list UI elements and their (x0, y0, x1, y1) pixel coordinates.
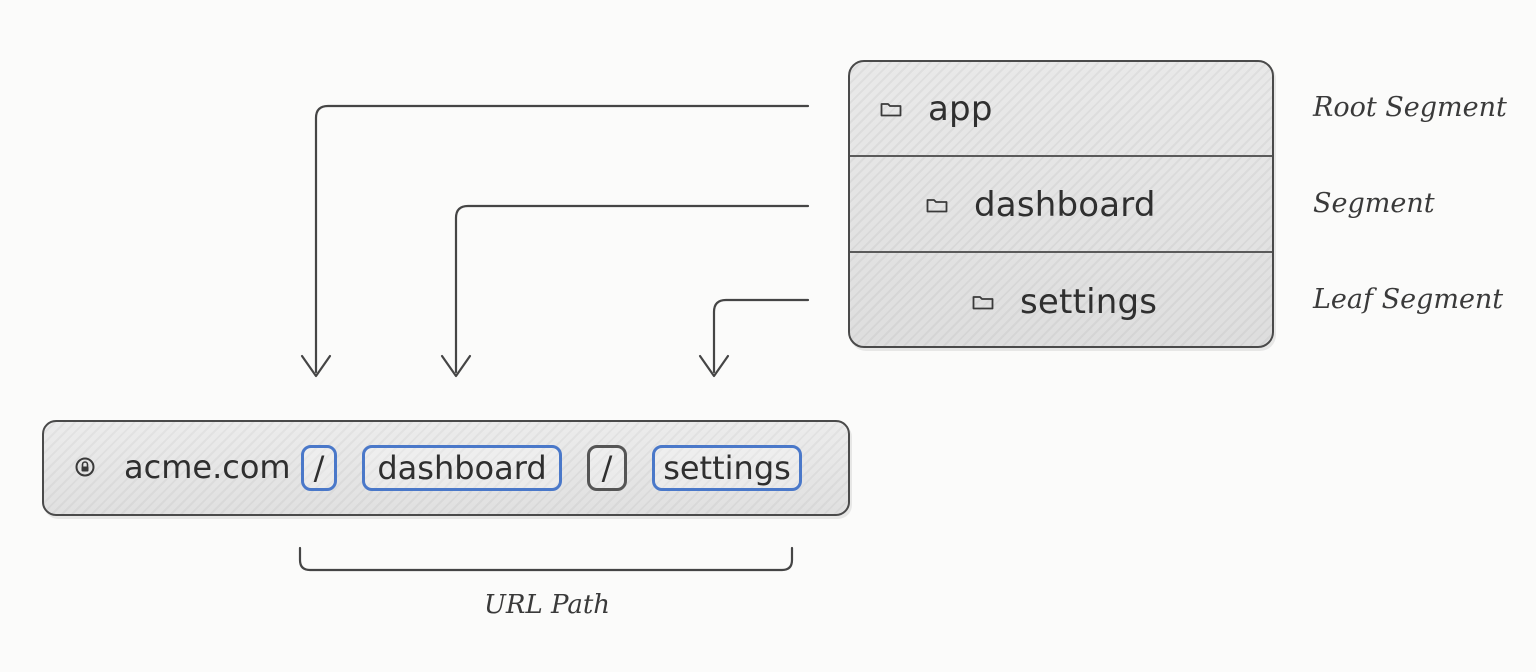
folder-tree: app dashboard settings (848, 60, 1274, 348)
annotation-root-segment: Root Segment (1313, 92, 1507, 123)
url-bar: acme.com / dashboard / settings (42, 420, 850, 516)
tree-label-dashboard: dashboard (974, 184, 1156, 225)
folder-icon (926, 198, 948, 212)
connector-segment (454, 204, 810, 374)
tree-label-settings: settings (1020, 281, 1158, 322)
folder-icon (880, 102, 902, 116)
arrowhead-root (300, 354, 332, 378)
annotation-segment: Segment (1313, 188, 1435, 219)
lock-icon (75, 457, 95, 477)
url-segment-dashboard: dashboard (362, 445, 562, 491)
tree-row-settings: settings (850, 254, 1272, 346)
tree-row-dashboard: dashboard (850, 158, 1272, 253)
tree-row-app: app (850, 62, 1272, 157)
connector-root (314, 104, 810, 374)
url-domain: acme.com (124, 448, 291, 486)
arrowhead-leaf (698, 354, 730, 378)
folder-icon (972, 295, 994, 309)
tree-label-app: app (928, 88, 993, 129)
url-segment-settings: settings (652, 445, 802, 491)
url-separator: / (587, 445, 627, 491)
annotation-leaf-segment: Leaf Segment (1313, 284, 1504, 315)
url-path-label: URL Path (484, 590, 611, 620)
connector-leaf (712, 298, 810, 374)
arrowhead-segment (440, 354, 472, 378)
url-separator-highlighted: / (301, 445, 337, 491)
url-path-bracket (298, 546, 794, 572)
